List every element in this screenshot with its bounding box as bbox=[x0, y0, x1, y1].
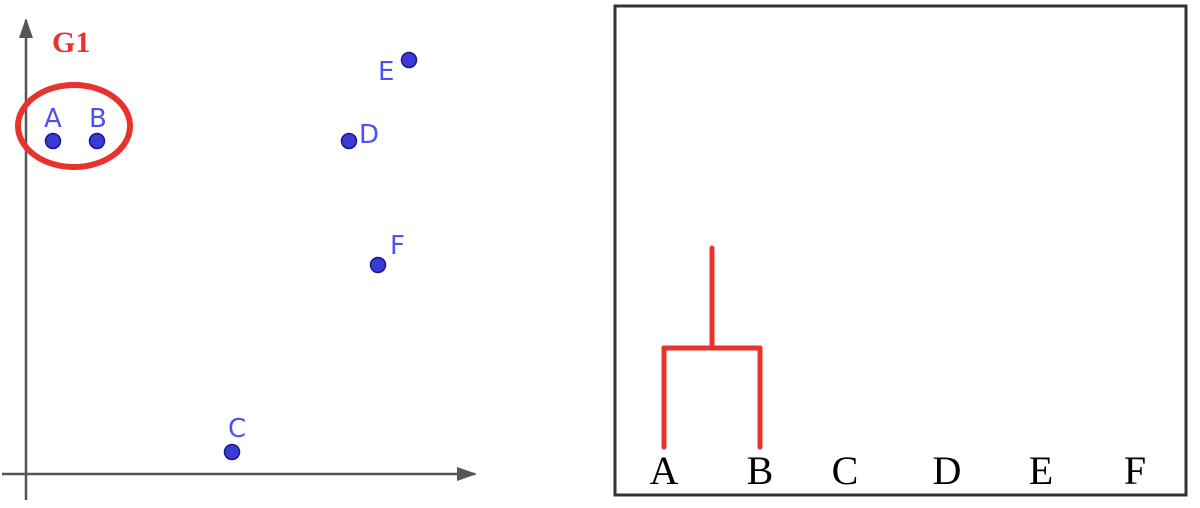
point-f bbox=[369, 256, 387, 274]
point-label-a: A bbox=[44, 104, 62, 134]
point-label-d: D bbox=[359, 120, 379, 150]
point-a bbox=[44, 132, 62, 150]
dendrogram: A B C D E F bbox=[613, 4, 1188, 497]
cluster-label-g1: G1 bbox=[52, 26, 90, 59]
point-label-b: B bbox=[89, 104, 107, 134]
point-b bbox=[88, 132, 106, 150]
point-label-f: F bbox=[390, 231, 405, 261]
point-label-e: E bbox=[378, 57, 394, 87]
point-d bbox=[340, 132, 358, 150]
dendrogram-frame bbox=[613, 4, 1188, 497]
point-c bbox=[223, 443, 241, 461]
dendrogram-leaf-b: B bbox=[747, 448, 774, 493]
dendrogram-leaf-e: E bbox=[1029, 448, 1053, 493]
dendrogram-leaf-a: A bbox=[650, 448, 679, 493]
dendrogram-leaf-d: D bbox=[933, 448, 962, 493]
point-label-c: C bbox=[228, 414, 246, 444]
cluster-highlight-ellipse bbox=[15, 82, 133, 170]
point-e bbox=[400, 51, 418, 69]
dendrogram-leaf-f: F bbox=[1124, 448, 1146, 493]
dendrogram-leaf-c: C bbox=[832, 448, 859, 493]
